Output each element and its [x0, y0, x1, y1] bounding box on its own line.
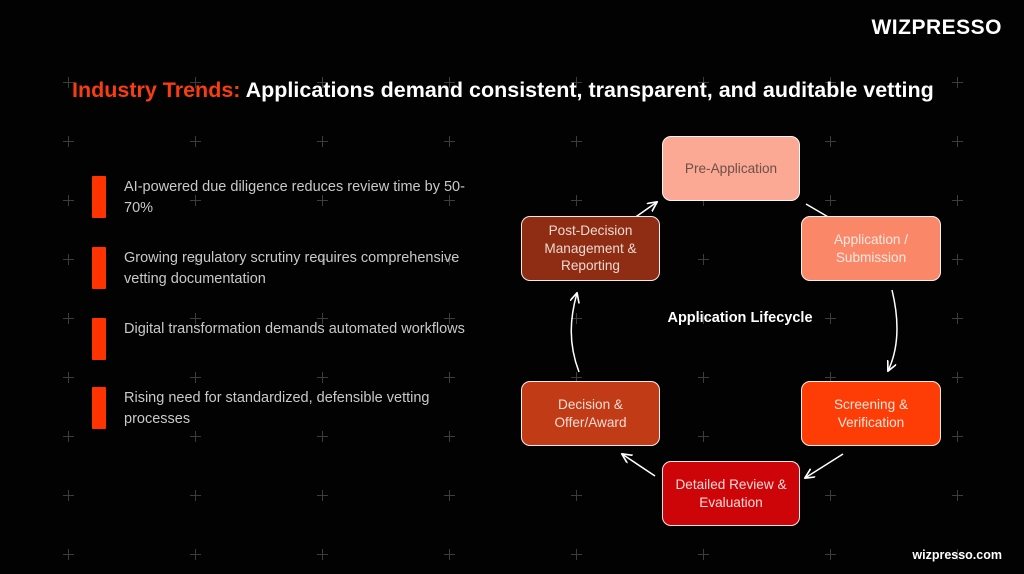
arrow-screening-to-review [805, 453, 844, 478]
bullet-marker-icon [92, 317, 106, 360]
trend-bullet-text: Rising need for standardized, defensible… [124, 389, 430, 428]
bullet-marker-icon [92, 386, 106, 429]
plus-marker-icon [63, 490, 74, 501]
lifecycle-node-pre-application[interactable]: Pre-Application [662, 136, 800, 201]
trend-bullet-item: Growing regulatory scrutiny requires com… [92, 246, 484, 291]
lifecycle-node-screening-verification[interactable]: Screening & Verification [801, 381, 941, 446]
lifecycle-node-application-submission[interactable]: Application / Submission [801, 216, 941, 281]
plus-marker-icon [317, 549, 328, 560]
plus-marker-icon [63, 372, 74, 383]
plus-marker-icon [571, 549, 582, 560]
bullet-marker-icon [92, 176, 106, 218]
plus-marker-icon [63, 313, 74, 324]
arrow-decision-to-postdecision [571, 293, 579, 373]
plus-marker-icon [190, 490, 201, 501]
plus-marker-icon [63, 136, 74, 147]
arrow-submission-to-screening [888, 289, 898, 371]
trend-bullet-item: Digital transformation demands automated… [92, 317, 484, 360]
trend-bullet-text: Digital transformation demands automated… [124, 320, 465, 337]
lifecycle-node-label: Application / Submission [833, 232, 909, 265]
trend-bullet-item: Rising need for standardized, defensible… [92, 386, 484, 431]
plus-marker-icon [317, 490, 328, 501]
arrow-review-to-decision [622, 454, 656, 477]
plus-marker-icon [190, 549, 201, 560]
lifecycle-node-post-decision-management[interactable]: Post-Decision Management & Reporting [521, 216, 660, 281]
trends-bullet-list: AI-powered due diligence reduces review … [92, 176, 484, 458]
lifecycle-node-label: Pre-Application [684, 160, 778, 176]
lifecycle-node-detailed-review-evaluation[interactable]: Detailed Review & Evaluation [662, 461, 800, 526]
plus-marker-icon [444, 136, 455, 147]
plus-marker-icon [63, 549, 74, 560]
trend-bullet-item: AI-powered due diligence reduces review … [92, 176, 484, 220]
plus-marker-icon [63, 431, 74, 442]
lifecycle-node-decision-offer-award[interactable]: Decision & Offer/Award [521, 381, 660, 446]
plus-marker-icon [698, 549, 709, 560]
plus-marker-icon [63, 254, 74, 265]
plus-marker-icon [190, 136, 201, 147]
lifecycle-node-label: Screening & Verification [833, 397, 909, 430]
bullet-marker-icon [92, 246, 106, 289]
lifecycle-node-label: Post-Decision Management & Reporting [544, 223, 637, 274]
plus-marker-icon [825, 549, 836, 560]
plus-marker-icon [444, 549, 455, 560]
plus-marker-icon [952, 77, 963, 88]
diagram-center-label: Application Lifecycle [667, 310, 813, 326]
page-title-accent: Industry Trends: [72, 78, 241, 102]
lifecycle-node-label: Decision & Offer/Award [554, 397, 627, 430]
trend-bullet-text: AI-powered due diligence reduces review … [124, 179, 465, 217]
application-lifecycle-diagram: Pre-Application Application / Submission… [500, 118, 980, 538]
page-title: Industry Trends: Applications demand con… [72, 78, 934, 104]
wizpresso-logo: WIZPRESSO [871, 16, 1002, 39]
plus-marker-icon [317, 136, 328, 147]
lifecycle-node-label: Detailed Review & Evaluation [675, 477, 787, 510]
footer-website: wizpresso.com [912, 548, 1002, 562]
plus-marker-icon [444, 490, 455, 501]
page-title-rest: Applications demand consistent, transpar… [240, 78, 934, 102]
plus-marker-icon [63, 195, 74, 206]
trend-bullet-text: Growing regulatory scrutiny requires com… [124, 249, 460, 288]
